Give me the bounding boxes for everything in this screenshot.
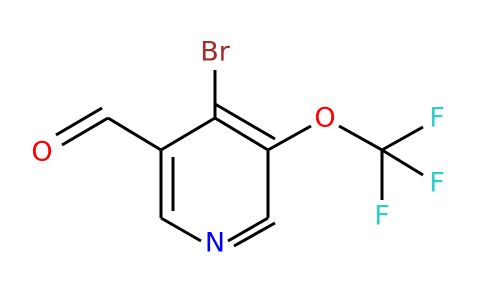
aldehyde-oxygen-label: O [31, 137, 52, 168]
bond-c3-o [267, 124, 312, 152]
bond-c5-c4 [160, 116, 216, 152]
bond-o-cf3 [338, 124, 383, 152]
bond-c2-n-double [233, 221, 276, 248]
bond-cho-o [61, 116, 109, 147]
bond-c4-c3 [214, 116, 269, 152]
fluorine-label-upper: F [429, 103, 445, 134]
bond-c-f1 [381, 125, 424, 152]
bond-c2-n [227, 216, 269, 243]
atom-labels: Br O O N F F F [31, 37, 444, 259]
bond-c-f2 [381, 148, 424, 177]
ether-oxygen-label: O [314, 103, 335, 134]
fluorine-label-lower: F [374, 201, 390, 232]
bonds [55, 70, 424, 248]
bond-cho-o-double [55, 106, 103, 137]
fluorine-label-right: F [429, 168, 445, 199]
bond-c4-c3-double [214, 102, 276, 141]
bond-n-c6 [160, 216, 202, 243]
ring-nitrogen-label: N [205, 228, 225, 259]
bromine-label: Br [200, 37, 231, 68]
bond-c5-cho [107, 116, 162, 152]
